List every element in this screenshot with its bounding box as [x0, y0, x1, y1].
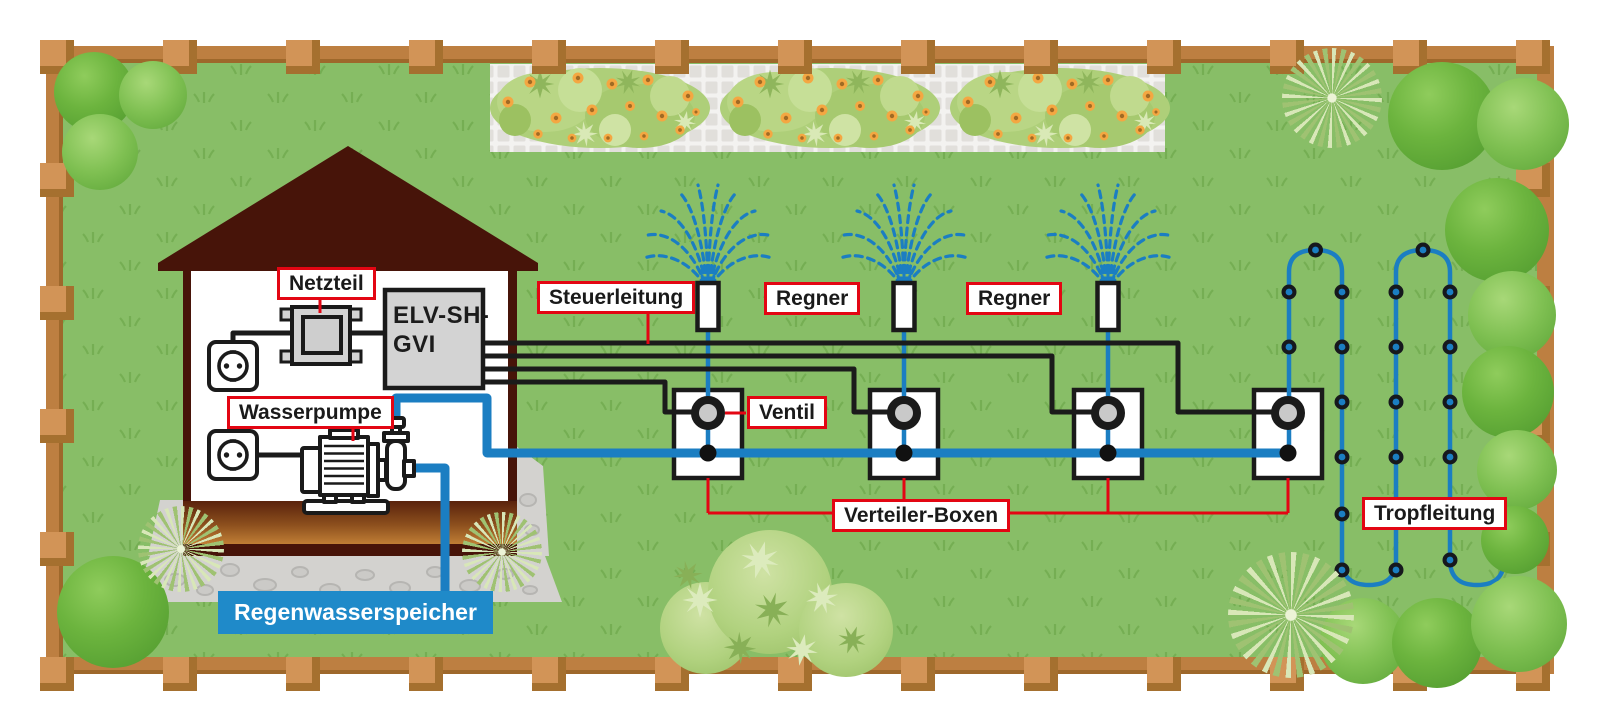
- power-outlet-icon: [207, 340, 259, 392]
- label-steuerleitung: Steuerleitung: [537, 281, 696, 315]
- main-water-line: [391, 393, 1293, 458]
- plants: [54, 52, 1569, 688]
- bush-icon: [1471, 576, 1567, 672]
- bush-icon: [54, 52, 134, 132]
- bush-icon: [1445, 178, 1549, 282]
- bush-icon: [62, 114, 138, 190]
- spiky-plant-icon: [462, 512, 542, 592]
- steuerleitung-line-4: [470, 379, 692, 415]
- sprinklers: [640, 183, 1176, 333]
- label-regenwasserspeicher: Regenwasserspeicher: [218, 591, 493, 634]
- spiky-plant-icon: [138, 506, 224, 592]
- steuerleitung-line-1: [470, 340, 1272, 415]
- bush-icon: [119, 61, 187, 129]
- spiky-plant-icon: [1282, 48, 1382, 148]
- house-roof: [158, 146, 538, 271]
- water-pump-icon: [300, 428, 390, 515]
- steuerleitung-line-3: [470, 366, 888, 415]
- sprinkler-icon: [891, 280, 917, 333]
- label-tropfleitung: Tropfleitung: [1362, 497, 1508, 531]
- storage-pipe: [405, 463, 450, 601]
- label-regner-2: Regner: [966, 282, 1063, 316]
- sprinkler-icon: [695, 280, 721, 333]
- valve-icon: [891, 400, 917, 426]
- sprinkler-icon: [1095, 280, 1121, 333]
- valve-icon: [1275, 400, 1301, 426]
- controller-model-text: ELV-SH- GVI: [393, 301, 489, 359]
- label-wasserpumpe: Wasserpumpe: [227, 396, 394, 430]
- bush-icon: [1462, 346, 1554, 438]
- controller-model-line1: ELV-SH-: [393, 302, 490, 329]
- valve-icon: [695, 400, 721, 426]
- check-valve-icon: [382, 416, 416, 491]
- power-supply-icon: [279, 305, 363, 366]
- bush-icon: [57, 556, 169, 668]
- bush-icon: [1468, 271, 1556, 359]
- steuerleitung-line-2: [470, 353, 1092, 415]
- fence: [40, 40, 1554, 691]
- drip-line-icon: [1286, 247, 1507, 588]
- label-netzteil: Netzteil: [277, 267, 376, 301]
- bush-icon: [1388, 62, 1496, 170]
- bush-icon: [1477, 430, 1557, 510]
- leafy-shrub-icon: [660, 530, 893, 677]
- control-lines: [230, 330, 1272, 458]
- bush-icon: [1477, 78, 1569, 170]
- label-verteiler-boxen: Verteiler-Boxen: [832, 499, 1011, 533]
- power-outlet-icon: [207, 429, 259, 481]
- bush-icon: [1392, 598, 1482, 688]
- irrigation-controller-icon: [382, 287, 486, 391]
- valves: [695, 400, 1301, 462]
- label-ventil: Ventil: [747, 396, 828, 430]
- house-left-wall: [183, 268, 191, 501]
- label-regner-1: Regner: [764, 282, 861, 316]
- flower-bed: [490, 64, 1170, 152]
- spiky-plant-icon: [1228, 552, 1354, 678]
- valve-icon: [1095, 400, 1121, 426]
- indoor-devices: [207, 287, 486, 515]
- controller-model-line2: GVI: [393, 331, 436, 358]
